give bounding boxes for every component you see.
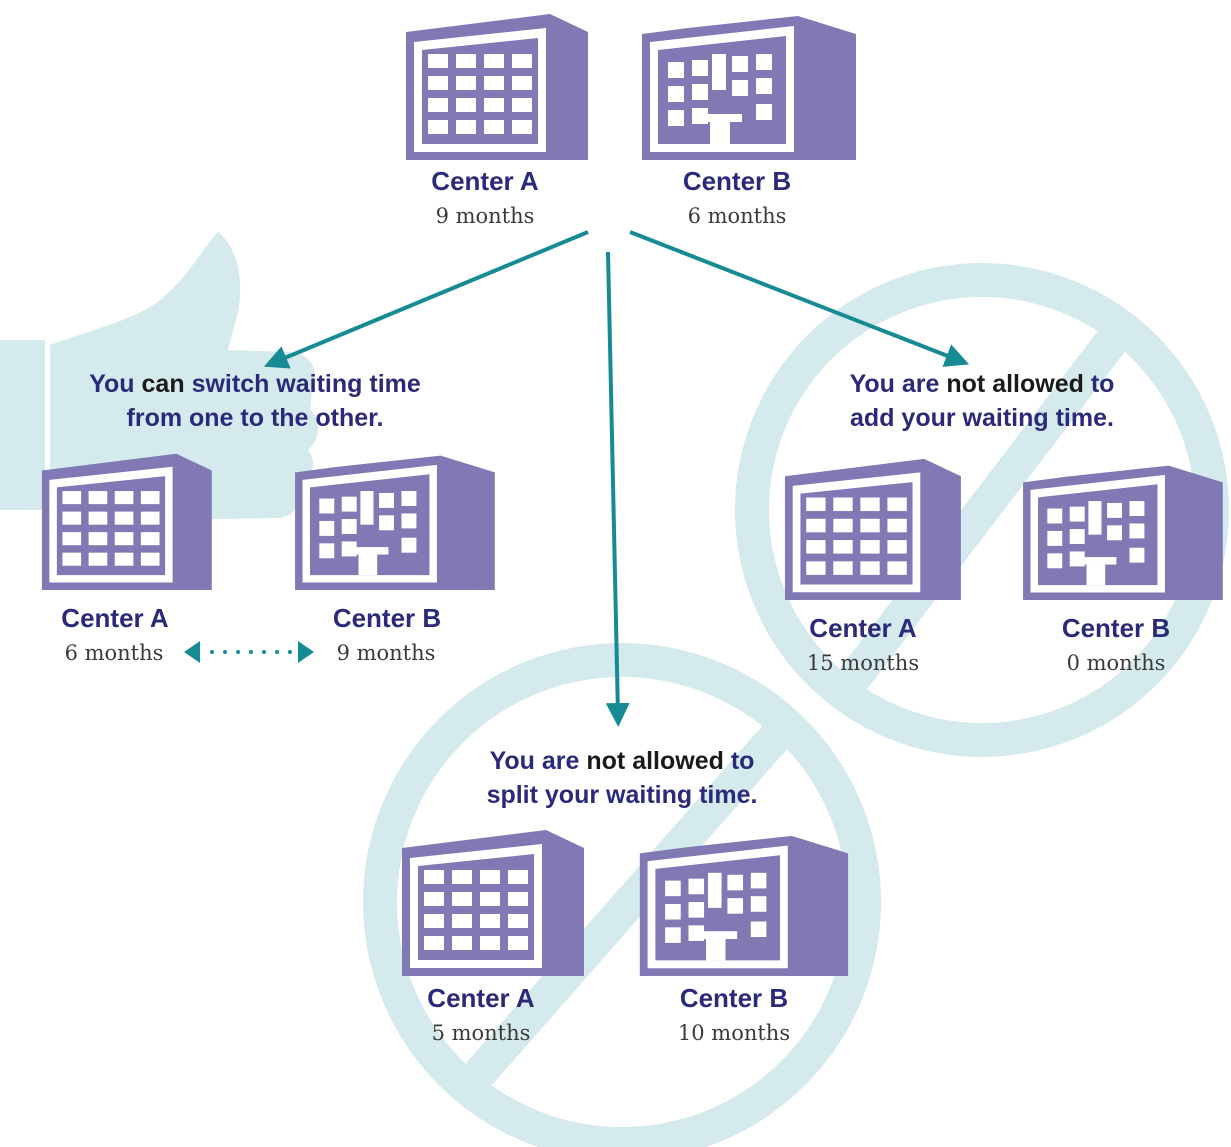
switch-center-a-value: 6 months: [64, 641, 164, 665]
split-headline: You are not allowed to split your waitin…: [392, 744, 852, 812]
switch-center-a-label: Center A: [61, 603, 169, 633]
add-center-b-label: Center B: [1061, 613, 1171, 643]
headline-text: to: [1083, 370, 1115, 398]
thumbs-up-icon: [0, 232, 319, 520]
headline-text: You are: [489, 747, 587, 775]
split-center-b-value: 10 months: [677, 1021, 791, 1045]
office-building-icon: [402, 830, 584, 976]
add-headline: You are not allowed to add your waiting …: [752, 367, 1212, 435]
top-center-a-label: Center A: [431, 166, 539, 196]
add-center-b-value: 0 months: [1066, 651, 1166, 675]
prohibition-sign-icon: [363, 643, 881, 1147]
arrow-to-split: [605, 251, 630, 727]
switch-center-b-value: 9 months: [336, 641, 436, 665]
headline-emphasis: can: [141, 370, 185, 398]
arrow-to-add: [629, 230, 970, 367]
add-headline-line2: add your waiting time.: [850, 404, 1114, 432]
office-building-with-entrance-icon: [642, 16, 856, 160]
switch-headline: You can switch waiting time from one to …: [25, 367, 485, 435]
top-center-b-label: Center B: [682, 166, 792, 196]
headline-emphasis: not allowed: [586, 747, 724, 775]
arrow-to-switch: [263, 230, 589, 369]
split-center-a-value: 5 months: [431, 1021, 531, 1045]
office-building-with-entrance-icon: [1023, 465, 1223, 600]
office-building-icon: [41, 453, 212, 590]
split-headline-line2: split your waiting time.: [486, 781, 758, 809]
top-center-a-value: 9 months: [435, 204, 535, 228]
switch-center-b-label: Center B: [332, 603, 442, 633]
top-center-b-value: 6 months: [687, 204, 787, 228]
switch-headline-line2: from one to the other.: [126, 404, 384, 432]
add-headline-line1: You are not allowed to: [752, 367, 1212, 401]
add-center-a-value: 15 months: [806, 651, 920, 675]
headline-emphasis: not allowed: [946, 370, 1084, 398]
switch-double-arrow-icon: [184, 641, 314, 663]
office-building-with-entrance-icon: [295, 455, 495, 590]
headline-text: You are: [849, 370, 947, 398]
office-building-icon: [406, 14, 588, 160]
split-center-a-label: Center A: [427, 983, 535, 1013]
switch-headline-line1: You can switch waiting time: [25, 367, 485, 401]
headline-text: to: [723, 747, 755, 775]
headline-text: switch waiting time: [184, 370, 421, 398]
split-center-b-label: Center B: [679, 983, 789, 1013]
office-building-with-entrance-icon: [639, 835, 849, 976]
headline-text: You: [89, 370, 142, 398]
office-building-icon: [784, 458, 961, 600]
add-center-a-label: Center A: [809, 613, 917, 643]
split-headline-line1: You are not allowed to: [392, 744, 852, 778]
